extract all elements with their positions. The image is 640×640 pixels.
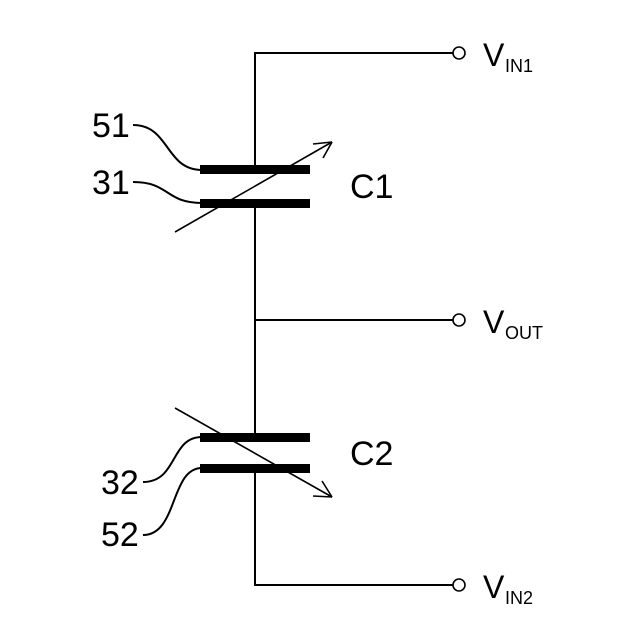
vin1-label: VIN1 (483, 37, 533, 76)
leader-31 (133, 182, 202, 203)
c2-plate-52 (200, 464, 310, 473)
wire-vin1 (255, 53, 455, 170)
vin1-terminal-icon (453, 47, 465, 59)
leader-51 (133, 125, 202, 170)
c1-plate-51 (200, 165, 310, 174)
c2-plate-32 (200, 433, 310, 442)
vout-terminal-icon (453, 314, 465, 326)
leader-52 (143, 468, 202, 535)
c1-label: C1 (350, 168, 393, 206)
c1-variable-arrow-icon (175, 142, 332, 232)
c1-plate-31 (200, 199, 310, 208)
ref-31: 31 (92, 164, 130, 202)
wire-vin2 (255, 468, 455, 585)
vin2-label: VIN2 (483, 569, 533, 608)
ref-32: 32 (101, 464, 139, 502)
ref-51: 51 (92, 107, 130, 145)
leader-32 (143, 437, 202, 482)
vin2-terminal-icon (453, 579, 465, 591)
vout-label: VOUT (483, 304, 543, 343)
c2-variable-arrow-icon (175, 408, 332, 497)
ref-52: 52 (101, 516, 139, 554)
c2-label: C2 (350, 435, 393, 473)
